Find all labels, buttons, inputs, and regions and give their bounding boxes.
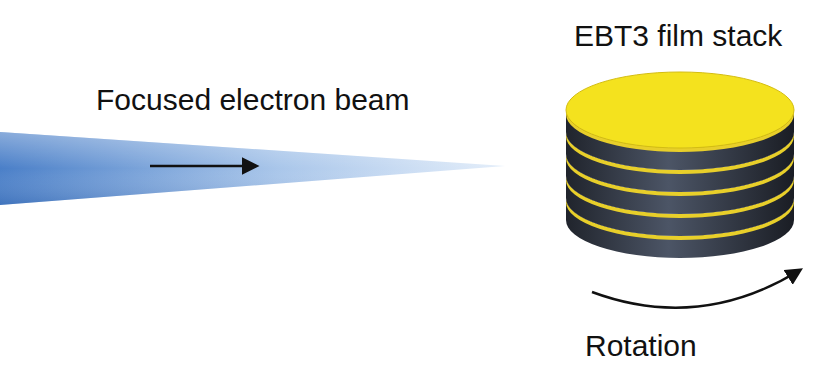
beam-label: Focused electron beam: [96, 82, 410, 118]
rotation-arrow: [592, 270, 800, 308]
film-stack: [566, 72, 794, 258]
rotation-label: Rotation: [585, 328, 697, 364]
stack-label: EBT3 film stack: [574, 18, 782, 54]
beam-arrow: [150, 165, 256, 168]
electron-beam: [0, 132, 505, 205]
film-top: [566, 72, 794, 148]
